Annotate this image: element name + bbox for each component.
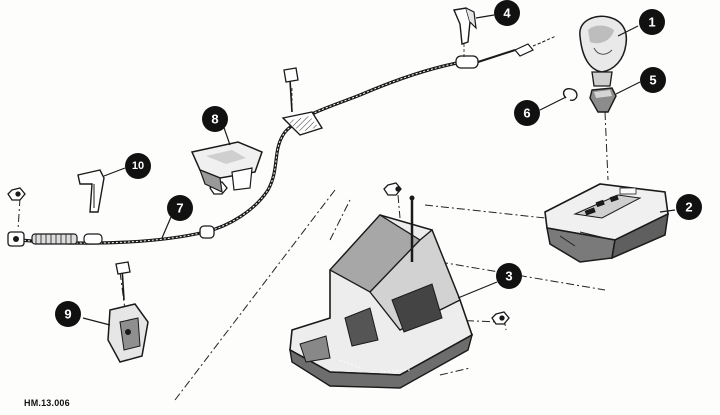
svg-text:8: 8 <box>211 112 218 127</box>
cable-abutment-bracket <box>281 67 324 136</box>
svg-text:7: 7 <box>176 201 183 216</box>
svg-text:9: 9 <box>64 307 71 322</box>
callout-8: 8 <box>202 106 228 132</box>
cable-clip-part-4 <box>453 7 477 58</box>
assembly-guide-lines <box>17 111 609 401</box>
selector-housing-part-3 <box>289 195 474 389</box>
callout-10: 10 <box>125 153 151 179</box>
gear-knob-part-1 <box>579 15 628 87</box>
callout-3: 3 <box>496 263 522 289</box>
callout-7: 7 <box>167 195 193 221</box>
mounting-bracket-part-9 <box>107 261 149 363</box>
callout-leaders <box>82 14 676 326</box>
callout-1: 1 <box>639 9 665 35</box>
knob-collar-part-5 <box>589 87 617 113</box>
svg-text:3: 3 <box>505 269 512 284</box>
svg-text:2: 2 <box>685 200 692 215</box>
callout-5: 5 <box>640 67 666 93</box>
callout-4: 4 <box>494 0 520 26</box>
svg-text:4: 4 <box>503 6 511 21</box>
retaining-clip-part-10 <box>77 169 105 213</box>
cable-bracket-part-8 <box>190 141 263 194</box>
callout-9: 9 <box>55 301 81 327</box>
selector-indicator-panel-part-2 <box>544 183 669 263</box>
svg-text:5: 5 <box>649 73 656 88</box>
retaining-clip-part-6 <box>562 88 578 102</box>
callout-2: 2 <box>676 194 702 220</box>
callout-6: 6 <box>514 100 540 126</box>
figure-reference-code: HM.13.006 <box>24 398 70 408</box>
svg-text:6: 6 <box>523 106 530 121</box>
selector-cable <box>7 35 557 247</box>
svg-text:10: 10 <box>132 160 144 172</box>
svg-text:1: 1 <box>648 15 655 30</box>
